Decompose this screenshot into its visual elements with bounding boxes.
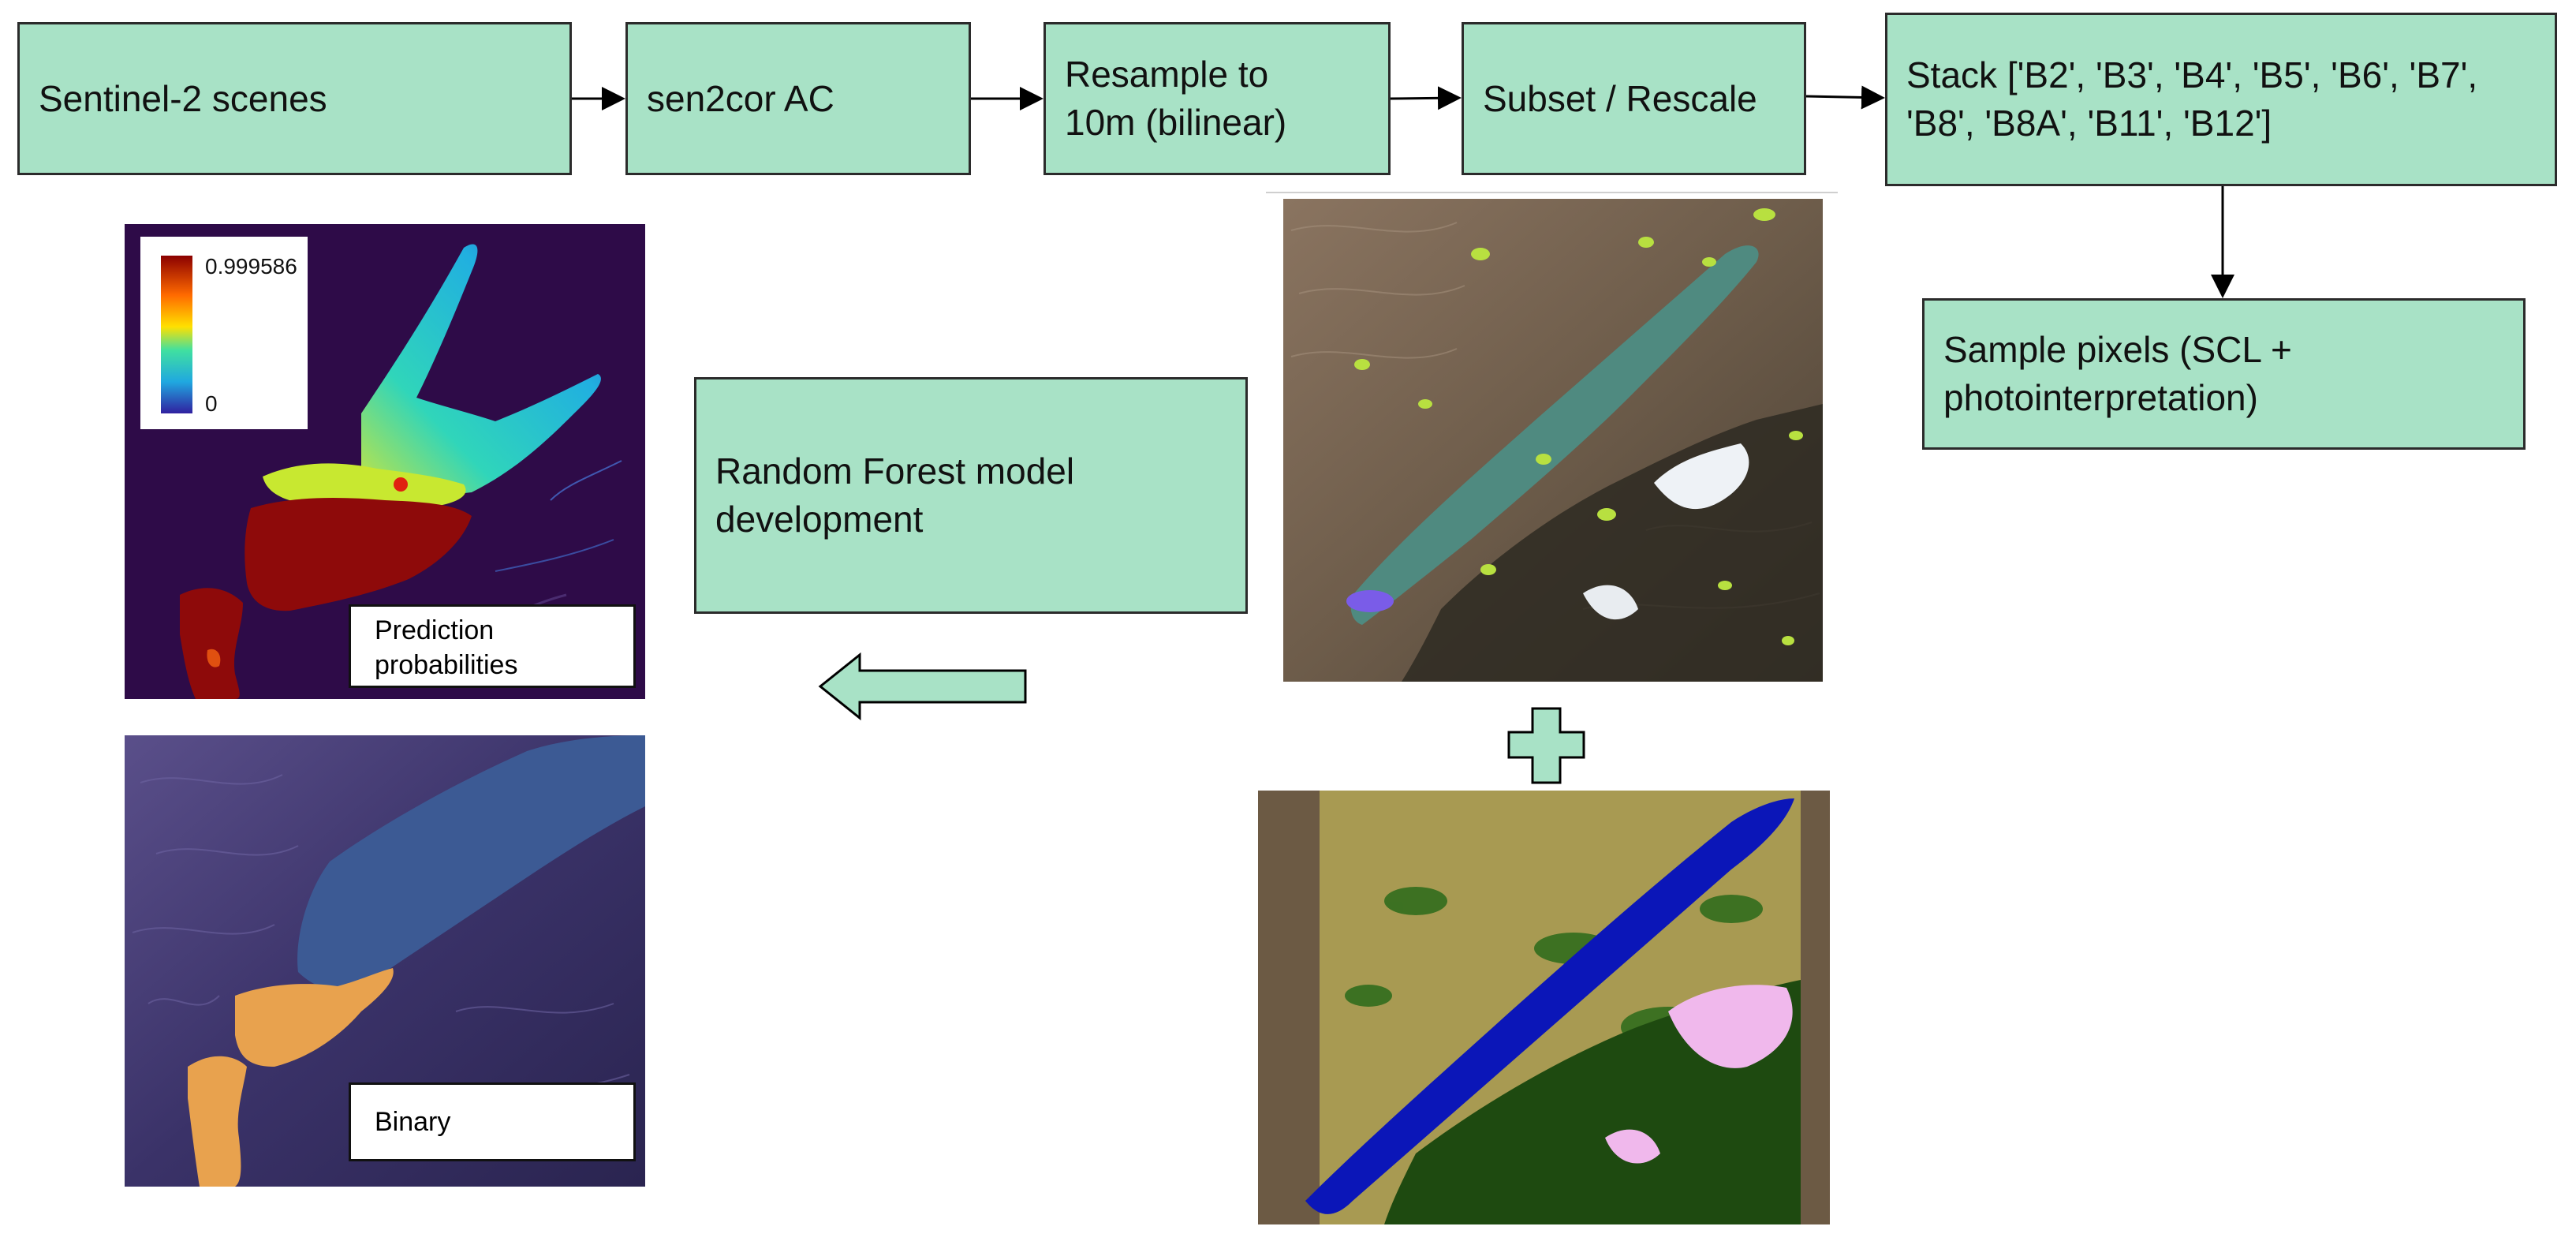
probability-caption-text: Prediction probabilities xyxy=(375,615,518,681)
resample-label: Resample to 10m (bilinear) xyxy=(1065,54,1287,143)
random-forest-label: Random Forest model development xyxy=(715,451,1075,540)
satellite-scene-panel xyxy=(1283,199,1823,682)
left-arrow-icon xyxy=(818,652,1027,721)
probability-map-panel: 0.999586 0 Prediction probabilities xyxy=(125,224,645,699)
classified-scene-panel xyxy=(1258,791,1830,1224)
sen2cor-label: sen2cor AC xyxy=(647,77,834,119)
random-forest-box: Random Forest model development xyxy=(694,377,1248,614)
binary-caption: Binary xyxy=(349,1082,636,1161)
stack-bands-label: Stack ['B2', 'B3', 'B4', 'B5', 'B6', 'B7… xyxy=(1906,54,2478,144)
stack-bands-box: Stack ['B2', 'B3', 'B4', 'B5', 'B6', 'B7… xyxy=(1885,13,2557,186)
legend-min-label: 0 xyxy=(205,391,218,416)
arrow-resample-to-subset xyxy=(1390,86,1462,110)
binary-caption-text: Binary xyxy=(375,1106,451,1137)
subset-rescale-box: Subset / Rescale xyxy=(1462,22,1806,175)
subset-rescale-label: Subset / Rescale xyxy=(1483,77,1757,119)
resample-box: Resample to 10m (bilinear) xyxy=(1043,22,1391,175)
colorbar xyxy=(161,256,192,413)
sen2cor-box: sen2cor AC xyxy=(625,22,971,175)
arrow-subset-to-stack xyxy=(1805,85,1885,110)
sentinel-2-box: Sentinel-2 scenes xyxy=(17,22,572,175)
binary-map-panel: Binary xyxy=(125,735,645,1187)
legend-max-label: 0.999586 xyxy=(205,254,297,279)
probability-legend: 0.999586 0 xyxy=(140,237,308,429)
plus-icon xyxy=(1507,707,1585,784)
probability-caption: Prediction probabilities xyxy=(349,604,636,688)
sentinel-2-label: Sentinel-2 scenes xyxy=(39,77,327,119)
sample-pixels-label: Sample pixels (SCL + photointerpretation… xyxy=(1943,329,2292,418)
sample-pixels-box: Sample pixels (SCL + photointerpretation… xyxy=(1922,298,2526,450)
